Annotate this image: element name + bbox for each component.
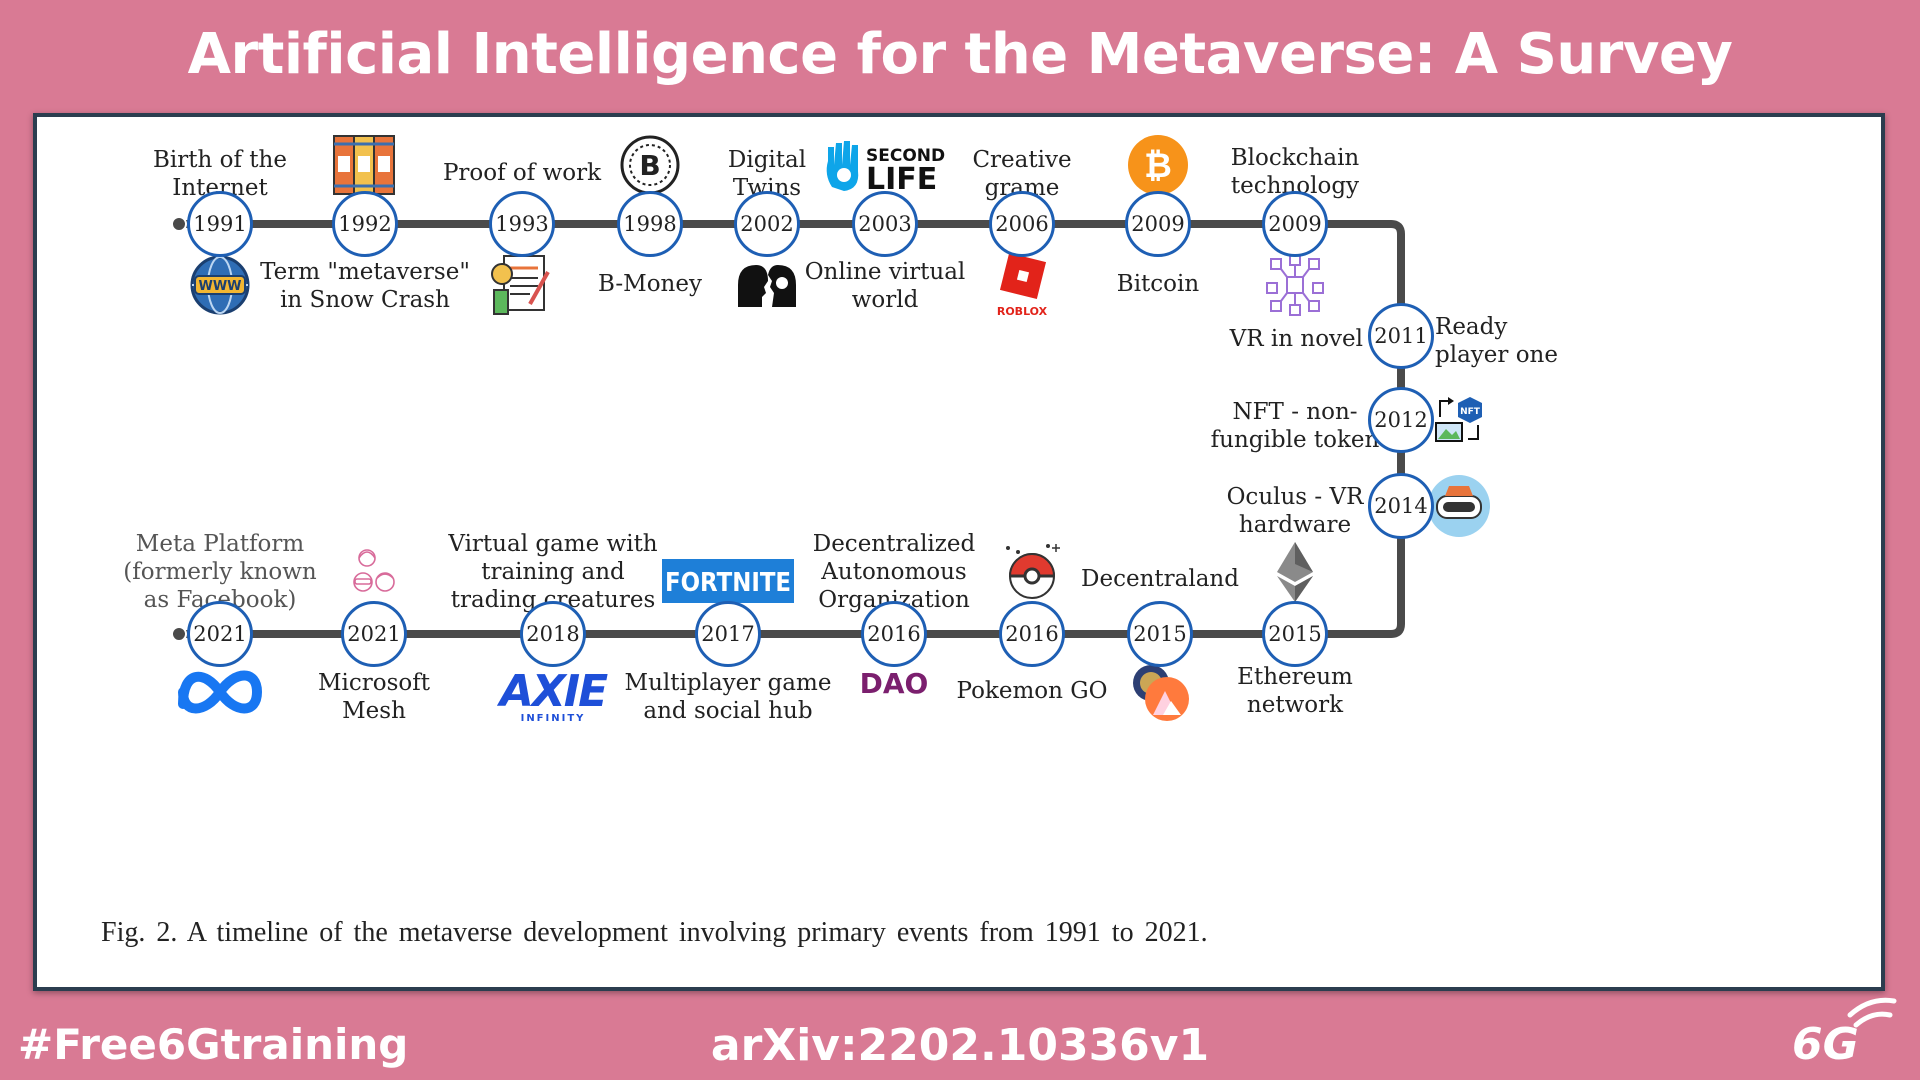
year-node-2016-dao: 2016 [861,601,927,667]
event-sub-2017: Multiplayer game and social hub [624,670,832,724]
event-label-2018: Virtual game with training and trading c… [448,531,658,613]
document-check-icon [491,255,550,315]
vr-headset-icon [1428,475,1490,537]
event-label-2009-blockchain: Blockchain technology [1230,145,1360,199]
year-node-2002: 2002 [734,191,800,257]
event-label-2012: NFT - non- fungible token [1210,399,1380,453]
year-node-2015-ethereum: 2015 [1262,601,1328,667]
event-label-1993: Proof of work [442,160,602,186]
year-node-2016-pokemon: 2016 [999,601,1065,667]
svg-text:FORTNITE: FORTNITE [665,567,791,598]
year-node-2011: 2011 [1368,303,1434,369]
hashtag-label: #Free6Gtraining [18,1020,409,1069]
second-life-logo: SECOND LIFE [826,141,945,195]
year-node-2018: 2018 [520,601,586,667]
fortnite-logo: FORTNITE [662,559,794,603]
event-sub-2021-mesh: Microsoft Mesh [317,670,431,724]
timeline-start-dot [171,216,187,232]
event-sub-1998: B-Money [598,271,702,297]
www-globe-icon: WWW [190,255,250,315]
axie-logo: AXIE INFINITY [497,666,610,724]
event-sub-2016-pokemon: Pokemon GO [956,678,1108,704]
coin-b-icon: B [620,135,680,195]
event-label-2002: Digital Twins [727,147,807,201]
event-sub-2009-bitcoin: Bitcoin [1116,271,1200,297]
year-node-2021-meta: 2021 [187,601,253,667]
ethereum-icon [1277,542,1313,602]
figure-panel: Birth of the Internet Proof of work Digi… [33,113,1885,991]
year-node-2012: 2012 [1368,387,1434,453]
event-sub-1992: Term "metaverse" in Snow Crash [260,259,470,313]
svg-text:WWW: WWW [198,279,241,294]
year-node-2006: 2006 [989,191,1055,257]
svg-text:LIFE: LIFE [866,162,937,195]
event-label-2021-meta: Meta Platform (formerly known as Faceboo… [123,531,317,613]
event-sub-2003: Online virtual world [804,259,966,313]
dao-logo: DAO [860,667,929,700]
year-node-2014: 2014 [1368,473,1434,539]
year-node-2021-mesh: 2021 [341,601,407,667]
year-node-1992: 1992 [332,191,398,257]
blockchain-cubes-icon [1266,254,1324,316]
avatars-icon [353,549,395,592]
event-label-2015-decentraland: Decentraland [1081,566,1239,592]
svg-text:NFT: NFT [1460,407,1481,417]
event-label-2014: Oculus - VR hardware [1226,484,1364,538]
svg-text:DAO: DAO [860,667,929,700]
timeline-end-dot [171,626,187,642]
year-node-2009-bitcoin: 2009 [1125,191,1191,257]
svg-text:INFINITY: INFINITY [521,713,586,724]
books-icon [333,135,395,195]
meta-logo [178,670,263,714]
arxiv-id: arXiv:2202.10336v1 [710,1020,1210,1071]
svg-text:ROBLOX: ROBLOX [997,305,1048,317]
svg-text:6G: 6G [1792,1019,1859,1065]
event-label-2011-right: Ready player one [1435,314,1558,368]
year-node-1993: 1993 [489,191,555,257]
event-label-2011: VR in novel [1229,326,1363,352]
year-node-2017: 2017 [695,601,761,667]
figure-caption: Fig. 2. A timeline of the metaverse deve… [101,917,1208,948]
roblox-logo: ROBLOX [997,253,1048,317]
svg-text:₿: ₿ [1144,146,1172,186]
pokeball-icon [1006,544,1060,599]
event-label-2016-dao: Decentralized Autonomous Organization [812,531,976,613]
bitcoin-icon: ₿ [1128,135,1188,195]
year-node-1991: 1991 [187,191,253,257]
twin-heads-icon [738,265,796,307]
year-node-1998: 1998 [617,191,683,257]
nft-icon: NFT [1435,397,1482,442]
year-node-2003: 2003 [852,191,918,257]
svg-text:SECOND: SECOND [866,146,945,166]
6g-logo: 6G [1792,997,1897,1065]
svg-text:AXIE: AXIE [497,666,608,717]
year-node-2015-decentraland: 2015 [1127,601,1193,667]
decentraland-icon [1133,665,1189,721]
year-node-2009-blockchain: 2009 [1262,191,1328,257]
event-sub-2015-ethereum: Ethereum network [1237,664,1353,718]
page-title: Artificial Intelligence for the Metavers… [187,22,1733,87]
event-label-2006: Creative grame [972,147,1072,201]
svg-text:B: B [639,149,660,182]
